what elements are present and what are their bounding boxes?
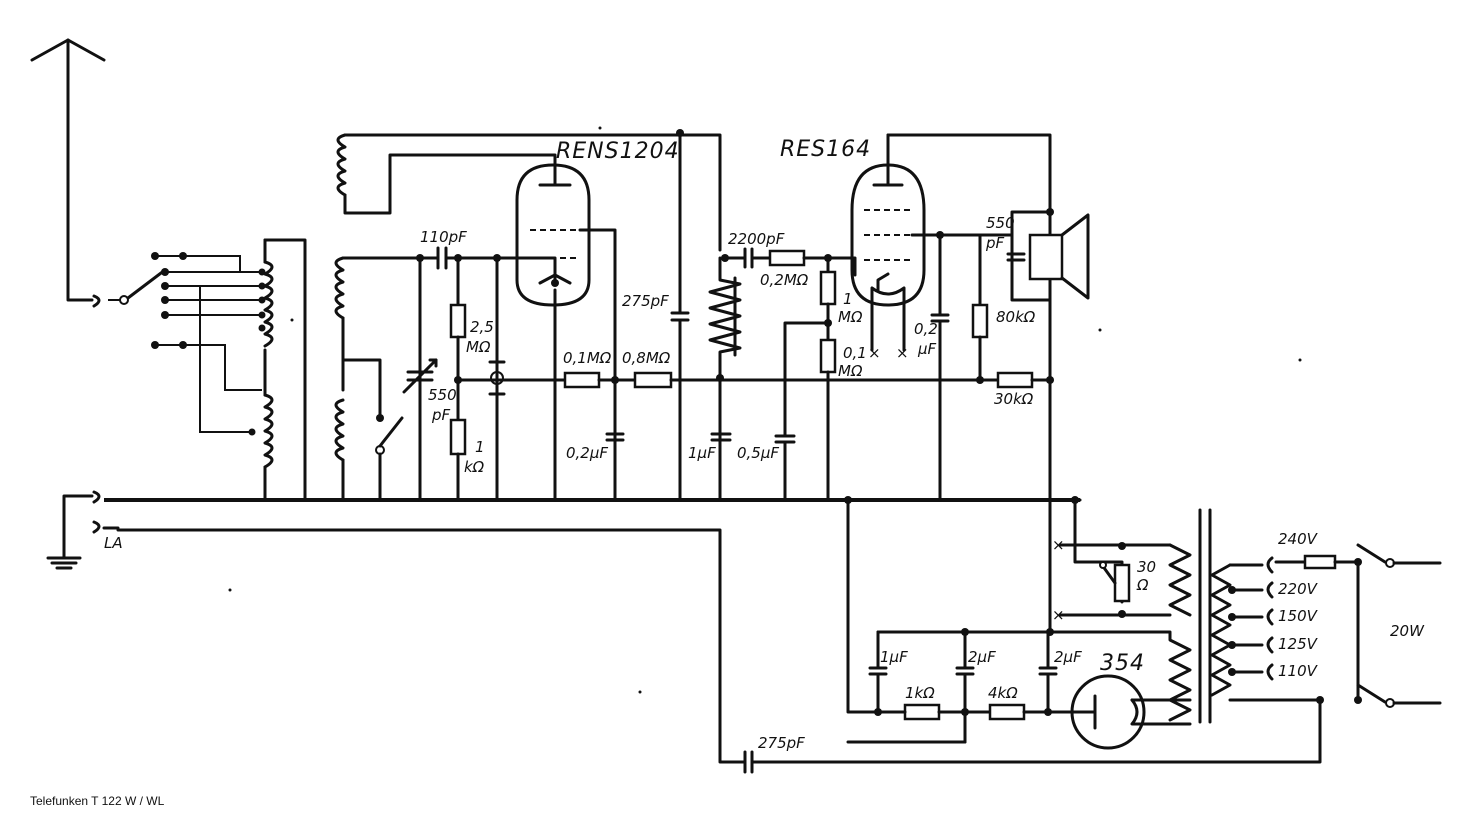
label-c275pf-ant: 275pF (758, 734, 805, 752)
label-r1k-b: kΩ (464, 458, 485, 476)
label-c02uf-b-a: 0,2 (914, 320, 938, 338)
capacitor-0-2uf-b (930, 233, 950, 502)
label-r1k-psu: 1kΩ (905, 684, 935, 702)
label-r08m: 0,8MΩ (622, 349, 671, 367)
label-c550-spk-a: 550 (986, 214, 1015, 232)
label-r25m-b: MΩ (466, 338, 491, 356)
label-la: LA (104, 534, 123, 552)
label-c2200pf: 2200pF (728, 230, 785, 248)
label-r01m-b-a: 0,1 (843, 344, 867, 362)
label-c550pf-b: pF (431, 406, 451, 424)
psu-filter (846, 630, 1077, 744)
label-r01m-b-b: MΩ (838, 362, 863, 380)
mains-fuse (1274, 554, 1362, 570)
power-switch (1316, 543, 1442, 708)
voltage-tap-220: 220V (1278, 580, 1319, 598)
variable-capacitor-550pf (402, 256, 438, 502)
hv-winding (1048, 630, 1192, 722)
voltage-tap-110: 110V (1278, 662, 1319, 680)
capacitor-275pf (670, 133, 690, 502)
tube-res164 (850, 133, 942, 352)
label-r1k-a: 1 (475, 438, 485, 456)
la-wire (116, 528, 747, 764)
capacitor-110pf (418, 246, 557, 287)
mains-primary-winding (1210, 563, 1322, 702)
antenna-tap-wires (155, 255, 266, 436)
label-c05uf: 0,5µF (737, 444, 779, 462)
label-c2uf-a: 2µF (968, 648, 996, 666)
pickup-jack (488, 256, 506, 502)
voltage-tap-150: 150V (1278, 607, 1319, 625)
filament-x-1: × (1052, 536, 1065, 554)
label-tube-354: 354 (1100, 651, 1145, 676)
label-r30ohm-a: 30 (1137, 558, 1156, 576)
reaction-coil (336, 133, 602, 215)
label-r4k-psu: 4kΩ (988, 684, 1018, 702)
resistor-80k (971, 233, 989, 382)
label-c275pf: 275pF (622, 292, 669, 310)
capacitor-1uf (710, 432, 732, 442)
label-tube-res164: RES164 (780, 137, 871, 162)
b-plus-line (598, 133, 722, 252)
plate-choke (708, 256, 742, 502)
resistor-0-2m (768, 249, 857, 277)
earth-terminal (46, 490, 120, 570)
filament-x-left: × (868, 344, 881, 362)
filament-x-2: × (1052, 606, 1065, 624)
filament-winding (1168, 543, 1192, 617)
voltage-tap-125: 125V (1278, 635, 1319, 653)
label-c1uf-psu: 1µF (880, 648, 908, 666)
rectifier-tube-354 (1070, 674, 1192, 750)
label-c1uf: 1µF (688, 444, 716, 462)
label-c550pf-a: 550 (428, 386, 457, 404)
resistor-30k (978, 371, 1052, 389)
label-c110pf: 110pF (420, 228, 467, 246)
label-r25m-a: 2,5 (470, 318, 494, 336)
label-r30k: 30kΩ (994, 390, 1034, 408)
label-c550-spk-b: pF (985, 234, 1005, 252)
resistor-2-5m (449, 256, 467, 502)
label-tube-rens1204: RENS1204 (556, 139, 680, 164)
voltage-selector (1266, 556, 1274, 681)
caption: Telefunken T 122 W / WL (30, 794, 165, 808)
capacitor-0-5uf (774, 321, 830, 502)
capacitor-275pf-ant (743, 698, 1322, 774)
capacitor-0-2uf (605, 432, 625, 442)
label-r02m: 0,2MΩ (760, 271, 809, 289)
filament-x-right: × (896, 344, 909, 362)
label-r1m-b: MΩ (838, 308, 863, 326)
label-r1m-a: 1 (843, 290, 853, 308)
antenna-coil (263, 238, 307, 502)
label-c02uf: 0,2µF (566, 444, 608, 462)
label-r01m: 0,1MΩ (563, 349, 612, 367)
speaker-b-plus (886, 133, 1052, 212)
label-r30ohm-b: Ω (1136, 576, 1149, 594)
tube-rens1204 (515, 163, 617, 502)
antenna-symbol (30, 38, 106, 308)
label-power: 20W (1390, 622, 1425, 640)
voltage-tap-240: 240V (1278, 530, 1319, 548)
capacitor-2200pf (723, 247, 772, 269)
label-c02uf-b-b: µF (917, 340, 937, 358)
label-c2uf-b: 2µF (1054, 648, 1082, 666)
resistor-0-1m (563, 371, 982, 389)
label-r80k: 80kΩ (996, 308, 1036, 326)
